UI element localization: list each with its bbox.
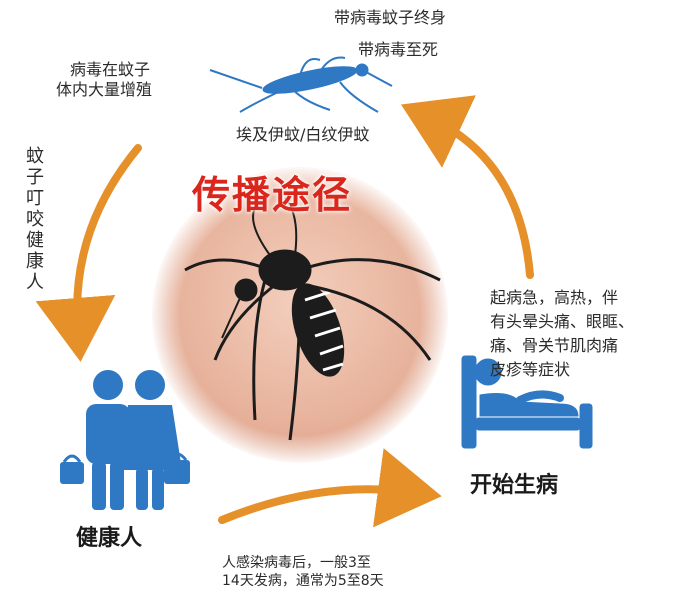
mosquito-closeup-icon — [184, 197, 441, 441]
bite-label: 蚊子叮咬健康人 — [23, 146, 44, 293]
onset-label: 开始生病 — [470, 473, 559, 498]
symptoms-line2: 有头晕头痛、眼眶、 — [490, 312, 635, 331]
sick-bed-icon — [461, 355, 593, 449]
arrow-infect-mosquito — [401, 95, 534, 279]
species-label: 埃及伊蚊/白纹伊蚊 — [236, 125, 370, 144]
virus-multiplies-line2: 体内大量增殖 — [56, 80, 153, 99]
mosquito-icon — [209, 56, 393, 113]
healthy-person-label: 健康人 — [76, 526, 143, 551]
diagram-title: 传播途径 — [192, 173, 353, 217]
mosquito-infected-line2: 带病毒至死 — [358, 40, 439, 59]
arrow-incubation — [218, 448, 442, 528]
virus-multiplies-line1: 病毒在蚊子 — [70, 60, 151, 79]
incubation-line1: 人感染病毒后，一般3至 — [222, 555, 371, 571]
arrow-bite — [35, 144, 142, 362]
symptoms-line4: 皮疹等症状 — [490, 360, 571, 379]
mosquito-infected-line1: 带病毒蚊子终身 — [334, 8, 447, 27]
symptoms-line3: 痛、骨关节肌肉痛 — [490, 336, 619, 355]
people-icon — [60, 370, 190, 510]
cycle-arrows — [35, 95, 534, 528]
symptoms-line1: 起病急，高热，伴 — [490, 288, 619, 307]
incubation-line2: 14天发病，通常为5至8天 — [222, 573, 384, 589]
